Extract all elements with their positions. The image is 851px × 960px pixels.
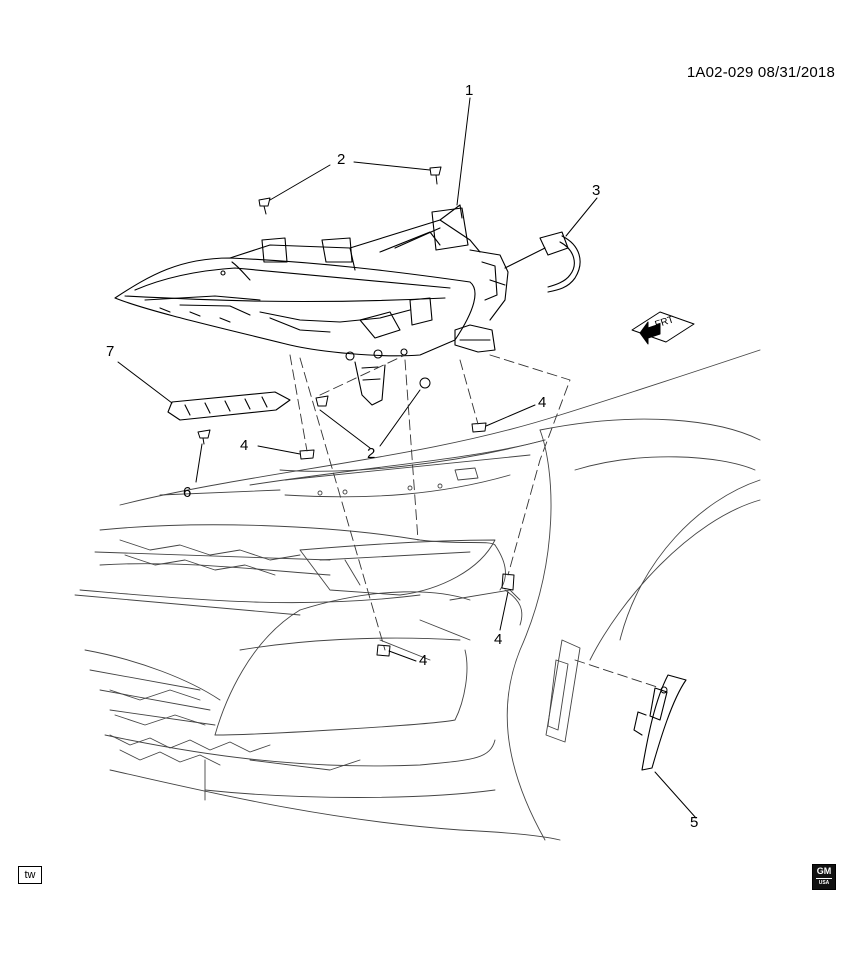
front-direction-arrow	[631, 311, 695, 345]
bolt-lower-left	[315, 395, 329, 407]
callout-7[interactable]: 7	[106, 343, 115, 360]
callout-3[interactable]: 3	[592, 182, 601, 199]
screw-6	[197, 429, 211, 445]
view-badge: tw	[18, 866, 42, 884]
wiring-harness-connector[interactable]	[504, 231, 581, 293]
bolt-top-left	[258, 197, 271, 215]
callout-2-top[interactable]: 2	[337, 151, 346, 168]
fasteners	[197, 166, 668, 694]
callout-2-bottom[interactable]: 2	[367, 445, 376, 462]
callout-4-left[interactable]: 4	[240, 437, 249, 454]
side-marker-lamp[interactable]	[633, 674, 687, 771]
alignment-lines	[289, 354, 661, 689]
callout-4-fender[interactable]: 4	[494, 631, 503, 648]
callout-1[interactable]: 1	[465, 82, 474, 99]
bolt-top-right	[429, 166, 442, 185]
callout-4-right[interactable]: 4	[538, 394, 547, 411]
callout-4-fascia[interactable]: 4	[419, 652, 428, 669]
callout-6[interactable]: 6	[183, 484, 192, 501]
leader-lines	[117, 97, 697, 819]
front-fascia	[74, 349, 761, 841]
callout-5[interactable]: 5	[690, 814, 699, 831]
headlamp-bracket[interactable]	[167, 391, 291, 421]
headlamp-assembly[interactable]	[114, 204, 509, 406]
illustration-reference: 1A02-029 08/31/2018	[686, 64, 835, 81]
